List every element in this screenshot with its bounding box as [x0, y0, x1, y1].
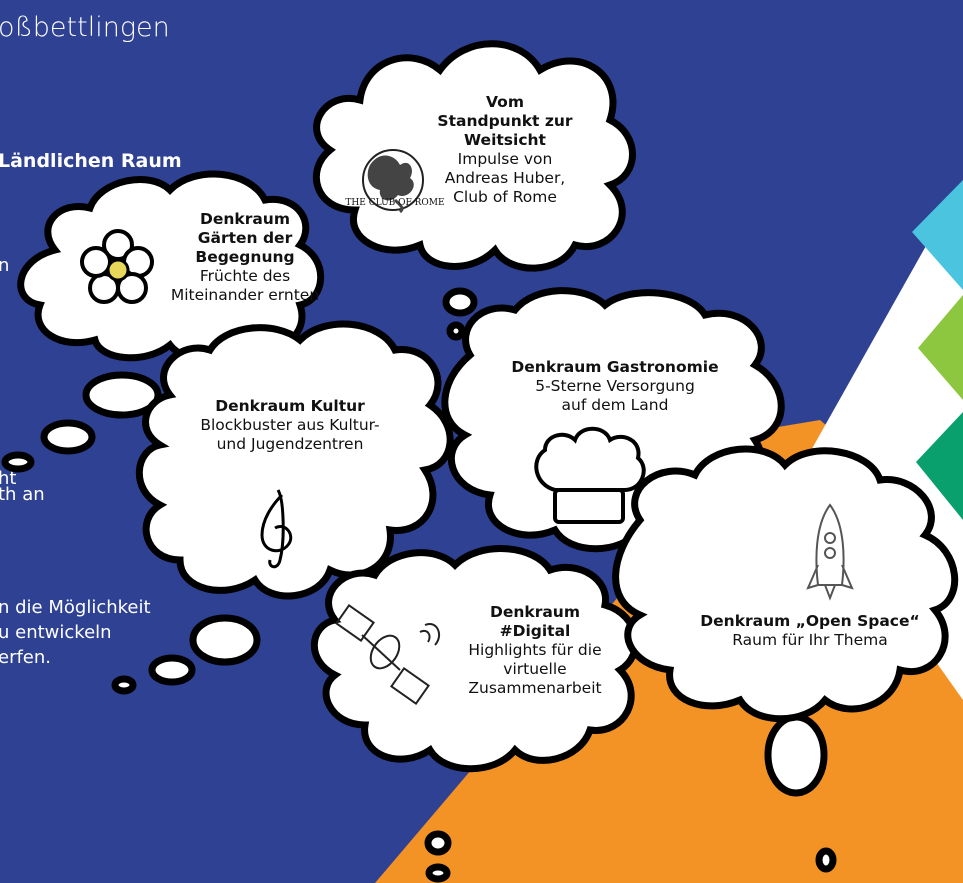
- satellite-icon: [335, 603, 440, 706]
- thought-bubble: [40, 419, 96, 455]
- cloud-title: Denkraum: [199, 210, 290, 228]
- cloud-text: auf dem Land: [561, 396, 669, 414]
- cloud-text: Früchte des: [199, 267, 291, 285]
- cyan-chevron: [912, 180, 963, 290]
- thought-bubble: [764, 713, 828, 797]
- background-text-line: n die Möglichkeit: [0, 597, 151, 618]
- cloud-open-space-text: Denkraum „Open Space“ Raum für Ihr Thema: [670, 612, 950, 650]
- cloud-text: Miteinander ernten: [170, 286, 320, 304]
- globe-icon: [362, 149, 424, 214]
- cloud-title: Weitsicht: [464, 131, 546, 149]
- cloud-title: Standpunkt zur: [437, 112, 573, 130]
- flower-icon: [80, 229, 154, 304]
- cloud-kultur: [135, 320, 454, 600]
- thought-bubble: [82, 371, 162, 419]
- cloud-open-space: [612, 445, 959, 723]
- thought-bubble: [424, 830, 452, 856]
- cloud-text: Raum für Ihr Thema: [732, 631, 888, 649]
- thought-bubble: [111, 675, 137, 695]
- cloud-title: Denkraum Kultur: [215, 397, 365, 415]
- background-text-line: n: [0, 255, 10, 276]
- background-text-line: ht: [0, 468, 17, 489]
- cloud-digital-text: Denkraum #Digital Highlights für die vir…: [435, 603, 635, 698]
- rocket-icon: [806, 503, 854, 601]
- club-of-rome-logo-text: THE CLUB OF ROME: [345, 198, 445, 208]
- cloud-text: und Jugendzentren: [216, 435, 364, 453]
- cloud-text: Andreas Huber,: [444, 169, 566, 187]
- cloud-club-of-rome-text: Vom Standpunkt zur Weitsicht Impulse von…: [420, 93, 590, 207]
- cloud-title: Denkraum „Open Space“: [700, 612, 920, 630]
- cloud-text: Club of Rome: [453, 188, 557, 206]
- page-subtitle: Ländlichen Raum: [0, 150, 182, 172]
- thought-bubble: [1, 451, 35, 473]
- cloud-title: #Digital: [499, 622, 571, 640]
- cloud-text: virtuelle: [503, 660, 567, 678]
- thought-bubble: [442, 287, 478, 317]
- cloud-text: Highlights für die: [468, 641, 602, 659]
- thought-bubble: [446, 321, 466, 341]
- cloud-title: Denkraum: [489, 603, 580, 621]
- thought-bubble: [815, 847, 837, 873]
- cloud-title: Gärten der: [197, 229, 293, 247]
- cloud-gaerten: [17, 170, 325, 364]
- cloud-title: Vom: [486, 93, 524, 111]
- background-text-line: erfen.: [0, 647, 52, 668]
- cloud-text: Impulse von: [457, 150, 553, 168]
- teal-chevron: [916, 412, 963, 520]
- cloud-gaerten-text: Denkraum Gärten der Begegnung Früchte de…: [155, 210, 335, 305]
- cloud-digital: [310, 545, 639, 773]
- thought-bubble: [425, 863, 451, 883]
- thought-bubble: [148, 654, 196, 686]
- thought-bubble: [189, 614, 261, 666]
- cloud-text: Zusammenarbeit: [468, 679, 602, 697]
- green-chevron: [918, 295, 963, 400]
- page-title: oßbettlingen: [0, 12, 170, 43]
- background-text-line: th an: [0, 484, 45, 505]
- cloud-title: Denkraum Gastronomie: [511, 358, 719, 376]
- treble-clef-icon: [260, 489, 293, 569]
- cloud-club-of-rome: [312, 40, 636, 272]
- cloud-gastronomie-text: Denkraum Gastronomie 5-Sterne Versorgung…: [480, 358, 750, 415]
- chef-hat-icon: [534, 426, 646, 524]
- cloud-kultur-text: Denkraum Kultur Blockbuster aus Kultur- …: [165, 397, 415, 454]
- background-text-line: u entwickeln: [0, 622, 112, 643]
- cloud-text: 5-Sterne Versorgung: [535, 377, 695, 395]
- cloud-text: Blockbuster aus Kultur-: [200, 416, 380, 434]
- cloud-title: Begegnung: [195, 248, 295, 266]
